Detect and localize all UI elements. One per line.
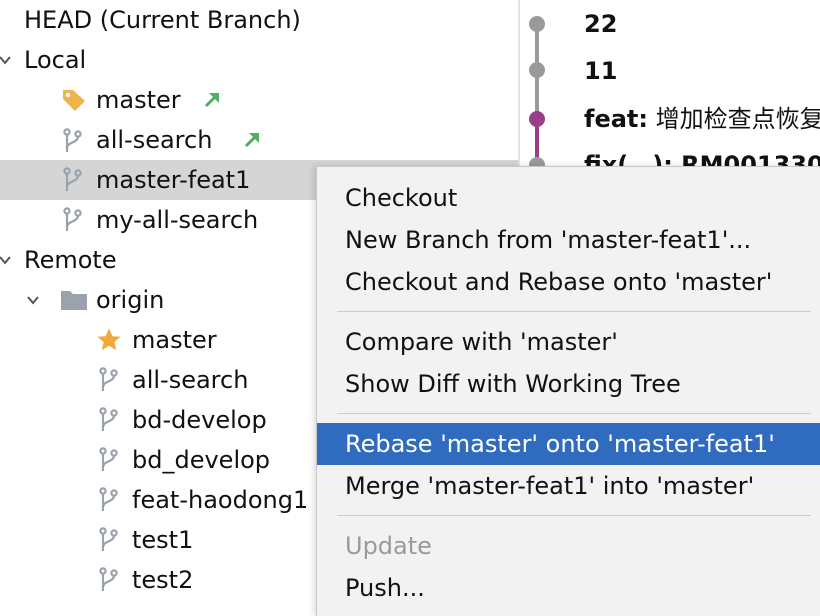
chevron-down-icon[interactable] — [24, 291, 42, 309]
branch-icon — [63, 207, 82, 231]
branch-name: bd-develop — [132, 406, 267, 434]
tree-item-remote-bd_develop[interactable]: bd_develop — [0, 440, 518, 480]
branch-icon — [99, 567, 118, 591]
menu-item-show-diff[interactable]: Show Diff with Working Tree — [345, 370, 681, 398]
commit-node — [529, 62, 545, 78]
commit-message: 22 — [584, 10, 618, 38]
graph-line-purple — [535, 120, 539, 164]
commit-subject: 增加检查点恢复 — [655, 105, 820, 133]
branch-icon — [99, 407, 118, 431]
branch-name: all-search — [132, 366, 249, 394]
tree-row-origin[interactable]: origin — [0, 280, 518, 320]
tree-item-local-master[interactable]: master — [0, 80, 518, 120]
tree-item-remote-test1[interactable]: test1 — [0, 520, 518, 560]
branch-name: all-search — [96, 126, 213, 154]
remote-group-label: Remote — [24, 246, 117, 274]
branch-icon — [99, 527, 118, 551]
branch-name: master — [96, 86, 181, 114]
menu-item-update: Update — [345, 532, 432, 560]
tree-row-remote[interactable]: Remote — [0, 240, 518, 280]
folder-icon — [61, 291, 87, 310]
commit-prefix: feat: — [584, 105, 648, 133]
tree-item-remote-bd-develop[interactable]: bd-develop — [0, 400, 518, 440]
tree-row-head[interactable]: HEAD (Current Branch) — [0, 0, 518, 40]
commit-row[interactable]: 22 — [584, 7, 617, 41]
branch-name: bd_develop — [132, 446, 271, 474]
commit-node — [529, 16, 545, 32]
branch-name: test2 — [132, 566, 194, 594]
local-group-label: Local — [24, 46, 87, 74]
star-icon — [97, 328, 121, 351]
branch-name: my-all-search — [96, 206, 259, 234]
commit-row[interactable]: 11 — [584, 54, 617, 88]
context-menu: Checkout New Branch from 'master-feat1'.… — [316, 166, 820, 616]
branch-icon — [99, 447, 118, 471]
remote-name: origin — [96, 286, 165, 314]
menu-item-new-branch[interactable]: New Branch from 'master-feat1'... — [345, 226, 752, 254]
branch-name: master — [132, 326, 217, 354]
menu-separator — [337, 413, 811, 414]
branch-icon — [63, 167, 82, 191]
head-label: HEAD (Current Branch) — [24, 6, 301, 34]
menu-item-checkout[interactable]: Checkout — [345, 184, 458, 212]
branch-name: test1 — [132, 526, 194, 554]
menu-separator — [337, 311, 811, 312]
chevron-down-icon[interactable] — [0, 51, 14, 69]
branch-icon — [99, 367, 118, 391]
outgoing-arrow-icon — [244, 133, 259, 148]
menu-item-push[interactable]: Push... — [345, 574, 425, 602]
menu-item-checkout-and-rebase[interactable]: Checkout and Rebase onto 'master' — [345, 268, 773, 296]
tag-icon — [63, 90, 85, 111]
menu-item-merge[interactable]: Merge 'master-feat1' into 'master' — [345, 472, 755, 500]
tree-item-local-all-search[interactable]: all-search — [0, 120, 518, 160]
tree-item-remote-master[interactable]: master — [0, 320, 518, 360]
menu-separator — [337, 515, 811, 516]
tree-item-local-my-all-search[interactable]: my-all-search — [0, 200, 518, 240]
chevron-down-icon[interactable] — [0, 251, 14, 269]
branch-name: master-feat1 — [96, 166, 251, 194]
commit-message: 11 — [584, 57, 618, 85]
tree-row-local[interactable]: Local — [0, 40, 518, 80]
branch-icon — [63, 128, 82, 152]
menu-item-rebase[interactable]: Rebase 'master' onto 'master-feat1' — [317, 423, 820, 465]
tree-item-remote-all-search[interactable]: all-search — [0, 360, 518, 400]
commit-node-purple — [529, 111, 545, 127]
commit-row[interactable]: feat: 增加检查点恢复 — [584, 102, 820, 136]
menu-item-compare[interactable]: Compare with 'master' — [345, 328, 618, 356]
outgoing-arrow-icon — [204, 93, 219, 108]
tree-item-remote-feat-haodong1[interactable]: feat-haodong1 — [0, 480, 518, 520]
branch-name: feat-haodong1 — [132, 486, 309, 514]
tree-item-remote-test2[interactable]: test2 — [0, 560, 518, 600]
branch-icon — [99, 487, 118, 511]
